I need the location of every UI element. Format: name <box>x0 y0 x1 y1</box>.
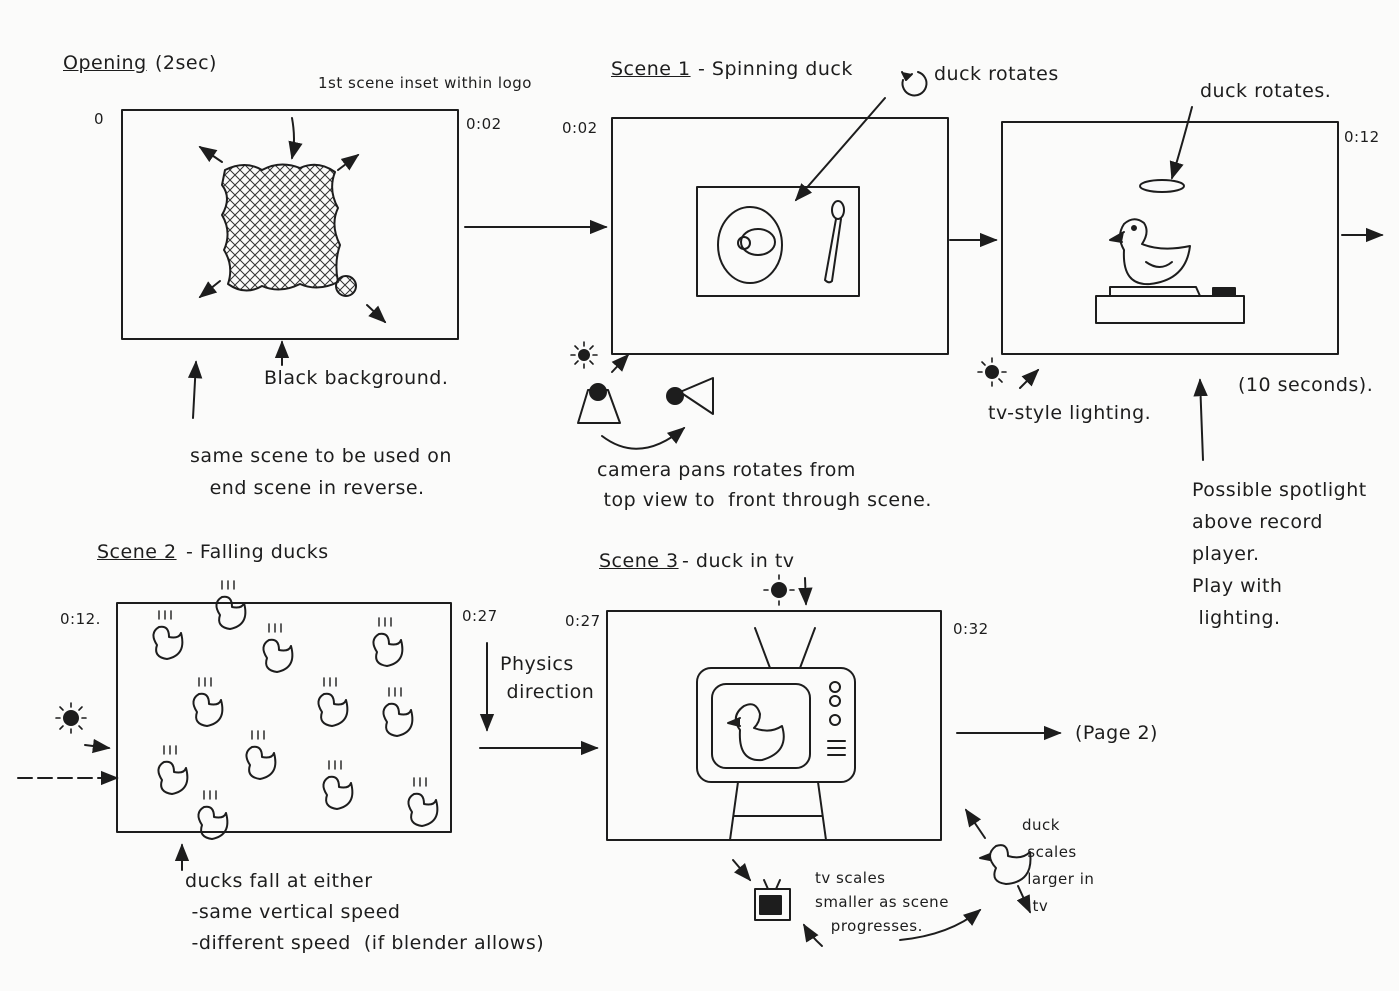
scene1b-panel <box>1001 121 1339 355</box>
falling-duck <box>262 638 294 673</box>
scene1-subtitle: - Spinning duck <box>698 58 853 80</box>
tv-knob-2 <box>829 695 841 707</box>
scene1-rotate-note: duck rotates <box>934 63 1059 85</box>
sun-icon-4 <box>771 582 787 598</box>
plate <box>717 206 783 284</box>
opening-inset-note: 1st scene inset within logo <box>318 74 532 92</box>
small-duck-icon <box>989 844 1032 885</box>
scene2-end-time: 0:27 <box>462 607 498 625</box>
falling-duck <box>372 632 404 667</box>
logo-shape <box>221 163 341 292</box>
scene3-subtitle: - duck in tv <box>682 550 795 572</box>
scene1-panel <box>611 117 949 355</box>
rotate-ring <box>1139 179 1185 193</box>
opening-reverse-note: same scene to be used on end scene in re… <box>190 445 452 499</box>
falling-duck <box>322 775 354 810</box>
duck-top-view <box>740 228 776 256</box>
scene1b-rotate-note: duck rotates. <box>1200 80 1332 102</box>
scene1b-spotlight-note: Possible spotlight above record player. … <box>1192 479 1367 629</box>
camera-front <box>679 377 714 415</box>
small-tv-icon <box>754 888 791 921</box>
rotate-glyph <box>901 71 928 97</box>
table-top-view <box>696 186 860 297</box>
opening-background-note: Black background. <box>264 367 449 389</box>
tv-scale-note: tv scales smaller as scene progresses. <box>815 869 949 935</box>
physics-direction-note: Physics direction <box>500 653 595 703</box>
falling-duck <box>192 692 224 727</box>
tv-knob-3 <box>829 714 841 726</box>
falling-duck <box>152 625 184 660</box>
spoon-head <box>831 200 845 220</box>
scene3-title: Scene 3 <box>599 550 679 572</box>
falling-duck <box>157 760 189 795</box>
scene1-title: Scene 1 <box>611 58 691 80</box>
tv-screen <box>711 683 811 769</box>
tv-body <box>696 667 856 783</box>
tv-knob-1 <box>829 681 841 693</box>
opening-end-time: 0:02 <box>466 115 502 133</box>
scene3-panel <box>606 610 942 841</box>
record-player <box>1095 295 1245 324</box>
falling-duck <box>215 595 247 630</box>
duck-in-tv <box>734 703 785 762</box>
opening-start-time: 0 <box>94 110 105 128</box>
falling-duck <box>197 805 229 840</box>
next-page-note: (Page 2) <box>1075 722 1158 744</box>
falling-ducks <box>152 580 439 840</box>
scene2-title: Scene 2 <box>97 541 177 563</box>
scene1b-duration: (10 seconds). <box>1238 374 1374 396</box>
falling-duck <box>245 745 277 780</box>
scene2-start-time: 0:12. <box>60 610 101 628</box>
scene2-subtitle: - Falling ducks <box>186 541 329 563</box>
scene1b-lighting-note: tv-style lighting. <box>988 402 1152 424</box>
scene3-end-time: 0:32 <box>953 620 989 638</box>
opening-panel <box>121 109 459 340</box>
scene1b-end-time: 0:12 <box>1344 128 1380 146</box>
sun-icon-3 <box>63 710 79 726</box>
falling-duck <box>382 702 414 737</box>
sun-icon <box>578 349 590 361</box>
sun-icon-2 <box>985 365 999 379</box>
opening-title: Opening <box>63 52 147 74</box>
duck-on-player <box>1119 218 1191 286</box>
opening-duration: (2sec) <box>155 52 217 74</box>
small-logo-circle <box>335 275 357 297</box>
falling-duck <box>407 792 439 827</box>
scene2-speed-note: ducks fall at either -same vertical spee… <box>185 870 545 954</box>
falling-duck <box>317 692 349 727</box>
scene2-panel <box>116 602 452 833</box>
scene1-camera-note: camera pans rotates from top view to fro… <box>597 459 932 511</box>
duck-scale-note: duck scales larger in tv <box>1022 816 1095 915</box>
scene3-start-time: 0:27 <box>565 612 601 630</box>
scene1-start-time: 0:02 <box>562 119 598 137</box>
